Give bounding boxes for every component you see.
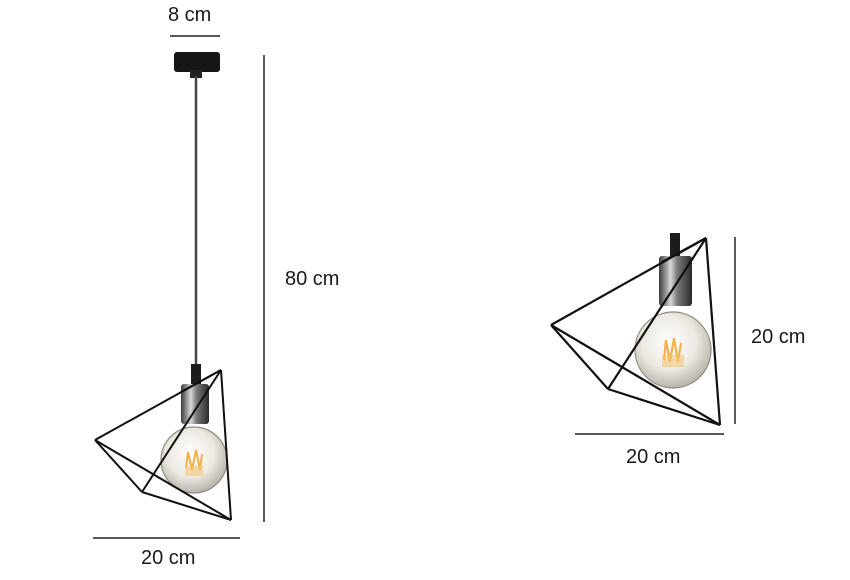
edison-bulb-icon [160,426,228,494]
shade-height-label: 20 cm [751,326,806,348]
detail-edison-bulb-icon [634,311,712,389]
canopy-width-label: 8 cm [168,4,212,26]
detail-bulb-socket [659,256,692,306]
detail-wire-frame-shade [550,237,722,427]
wire-frame-shade [94,369,232,521]
left-shade-width-label: 20 cm [141,547,196,569]
right-shade-width-label: 20 cm [626,446,681,468]
pendant-lamp-icon [94,52,232,521]
ceiling-canopy [174,52,220,72]
total-height-label: 80 cm [285,268,340,290]
lamp-shade-detail-icon [550,233,722,427]
bulb-socket [181,384,209,424]
